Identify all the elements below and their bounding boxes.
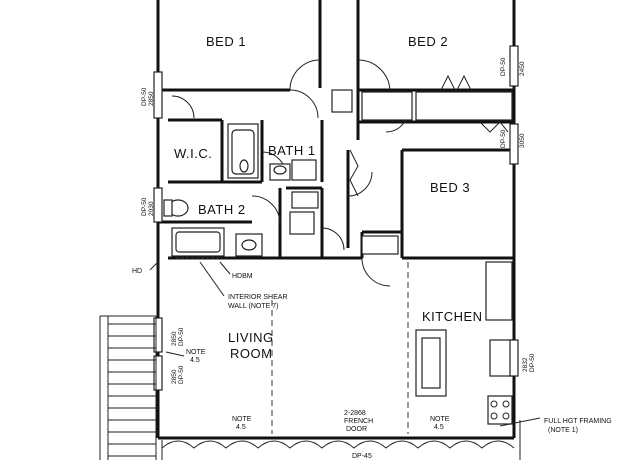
room-label-bed3: BED 3 (430, 180, 470, 195)
room-label-living-2: ROOM (230, 346, 272, 361)
window-tag-living2-b: DP-50 (178, 365, 185, 384)
room-label-kitchen: KITCHEN (422, 309, 483, 324)
callout-note-left-a: NOTE (186, 349, 206, 356)
room-label-bath2: BATH 2 (198, 202, 246, 217)
window-tag-living2-a: 2850 (171, 369, 178, 384)
callout-note-bottom1-a: NOTE (232, 416, 252, 423)
window-tag-right-bed2-b: 2450 (519, 61, 526, 76)
callout-note-bottom2-a: NOTE (430, 416, 450, 423)
callout-bottom-label: DP-45 (352, 453, 372, 460)
window-tag-living-a: 2850 (171, 331, 178, 346)
callout-shear-2: WALL (NOTE 7) (228, 303, 278, 310)
window-tag-left-bath-a: DP-50 (141, 197, 148, 216)
window-tag-left-bath-b: 2030 (148, 201, 155, 216)
callout-framing-1: FULL HGT FRAMING (544, 418, 612, 425)
window-tag-living-b: DP-50 (178, 327, 185, 346)
windows (153, 45, 519, 391)
deck-edge (161, 420, 521, 460)
room-label-bed1: BED 1 (206, 34, 246, 49)
room-label-wic: W.I.C. (174, 146, 212, 161)
window-tag-right-bed3-b: 3050 (519, 133, 526, 148)
callout-note-left-b: 4.5 (190, 357, 200, 364)
callout-shear-1: INTERIOR SHEAR (228, 294, 288, 301)
callout-french-1: 2-2868 (344, 410, 366, 417)
callout-french-2: FRENCH (344, 418, 373, 425)
room-label-bed2: BED 2 (408, 34, 448, 49)
callout-hdbm: HDBM (232, 273, 253, 280)
callout-hd: HD (132, 268, 142, 275)
exterior-stair (99, 315, 157, 460)
window-tag-kitchen-b: DP-50 (529, 353, 536, 372)
callout-lines (149, 257, 541, 427)
window-tag-right-bed2-a: DP-50 (500, 57, 507, 76)
callout-note-bottom1-b: 4.5 (236, 424, 246, 431)
window-tag-left-top-a: DP-50 (141, 87, 148, 106)
exterior-walls (156, 0, 516, 440)
window-tag-left-top-b: 2850 (148, 91, 155, 106)
callout-note-bottom2-b: 4.5 (434, 424, 444, 431)
room-label-living-1: LIVING (228, 330, 274, 345)
callout-framing-2: (NOTE 1) (548, 427, 578, 434)
window-tag-kitchen-a: 2832 (522, 357, 529, 372)
callout-french-3: DOOR (346, 426, 367, 433)
window-tag-right-bed3-a: DP-50 (500, 129, 507, 148)
room-label-bath1: BATH 1 (268, 143, 316, 158)
interior-walls (158, 0, 514, 434)
fixtures (163, 89, 513, 425)
